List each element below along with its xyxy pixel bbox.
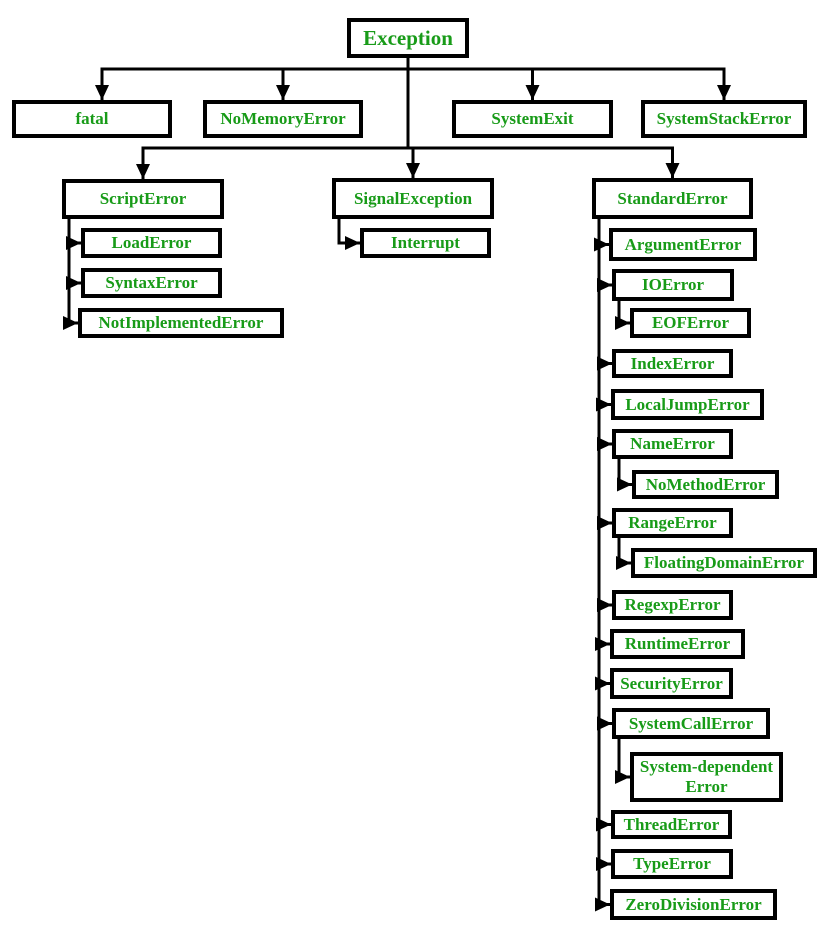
node-eoferror: EOFError [630, 308, 751, 338]
node-argumenterror: ArgumentError [609, 228, 757, 261]
node-label: ScriptError [99, 189, 187, 209]
node-label: Exception [363, 25, 453, 50]
node-nomemoryerror: NoMemoryError [203, 100, 363, 138]
node-label: IndexError [630, 353, 715, 373]
node-label: FloatingDomainError [643, 553, 805, 573]
node-floatingdomainerror: FloatingDomainError [631, 548, 817, 578]
node-label: LocalJumpError [625, 394, 750, 414]
node-threaderror: ThreadError [611, 810, 732, 839]
node-label: Interrupt [391, 233, 460, 253]
node-label: IOError [641, 275, 704, 295]
node-label: NoMethodError [645, 474, 766, 494]
node-label: StandardError [617, 188, 728, 208]
node-securityerror: SecurityError [610, 668, 733, 699]
node-localjumperror: LocalJumpError [611, 389, 764, 420]
node-indexerror: IndexError [612, 349, 733, 378]
node-rangeerror: RangeError [612, 508, 733, 538]
node-label: RangeError [628, 513, 717, 533]
node-label: ThreadError [623, 814, 720, 834]
node-label: RegexpError [624, 595, 721, 615]
node-systemdependenterror: System-dependent Error [630, 752, 783, 802]
node-standarderror: StandardError [592, 178, 753, 219]
node-runtimeerror: RuntimeError [610, 629, 745, 659]
node-ioerror: IOError [612, 269, 734, 301]
node-systemexit: SystemExit [452, 100, 613, 138]
node-label: SignalException [353, 188, 473, 208]
node-label: SystemCallError [628, 713, 754, 733]
node-label: ArgumentError [624, 234, 742, 254]
node-loaderror: LoadError [81, 228, 222, 258]
node-label: ZeroDivisionError [625, 894, 762, 914]
node-label: NameError [630, 434, 715, 454]
node-systemstackerror: SystemStackError [641, 100, 807, 138]
node-syntaxerror: SyntaxError [81, 268, 222, 298]
node-label: SystemStackError [656, 109, 792, 129]
node-label: SyntaxError [105, 273, 198, 293]
node-label: SecurityError [620, 673, 723, 693]
node-label: System-dependent Error [639, 757, 774, 796]
node-nomethoderror: NoMethodError [632, 470, 779, 499]
node-typeerror: TypeError [611, 849, 733, 879]
node-exception: Exception [347, 18, 469, 58]
node-label: LoadError [111, 233, 192, 253]
node-label: fatal [75, 109, 109, 129]
node-label: NotImplementedError [98, 313, 264, 333]
node-label: TypeError [633, 854, 711, 874]
node-label: SystemExit [491, 109, 574, 129]
node-label: NoMemoryError [220, 109, 346, 129]
node-regexperror: RegexpError [612, 590, 733, 620]
node-scripterror: ScriptError [62, 179, 224, 219]
node-label: EOFError [651, 313, 730, 333]
node-label: RuntimeError [624, 634, 731, 654]
node-signalexception: SignalException [332, 178, 494, 219]
node-interrupt: Interrupt [360, 228, 491, 258]
node-fatal: fatal [12, 100, 172, 138]
node-nameerror: NameError [612, 429, 733, 459]
node-notimplementederror: NotImplementedError [78, 308, 284, 338]
node-zerodivisionerror: ZeroDivisionError [610, 889, 777, 920]
node-systemcallerror: SystemCallError [612, 708, 770, 739]
